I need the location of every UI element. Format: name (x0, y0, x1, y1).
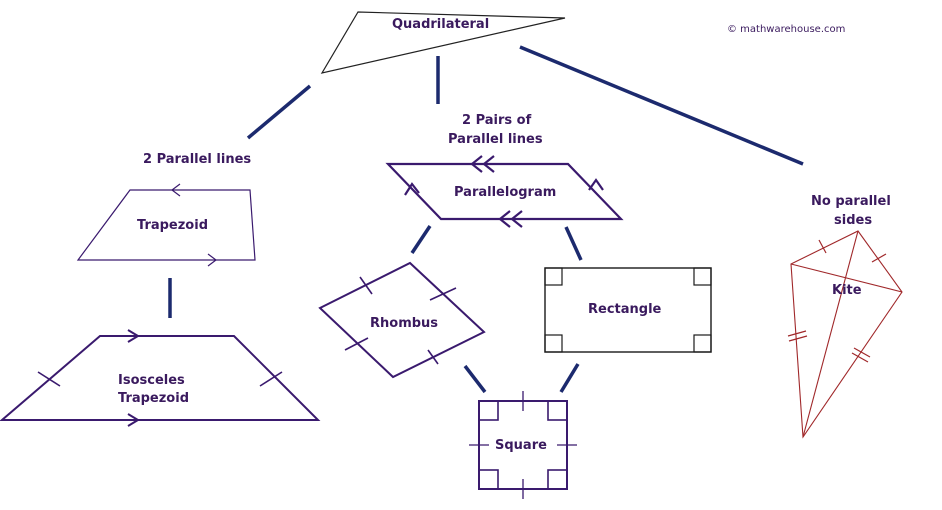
rhombus-tick-2-icon (429, 287, 457, 301)
isosceles-trapezoid-node: Isosceles Trapezoid (0, 329, 321, 427)
parallelogram-arrow-bottom2-icon (510, 210, 523, 228)
kite-diagonal-horizontal (790, 263, 903, 293)
trapezoid-arrow-top-icon (171, 183, 181, 197)
connector-parallelogram-to-rectangle (564, 226, 583, 261)
quadrilateral-shape (320, 11, 566, 74)
caption-two-pairs-line2: Parallel lines (448, 132, 543, 147)
rectangle-right-angle-bl-icon (544, 334, 563, 353)
kite-tick-upper-left-icon (818, 239, 827, 254)
isosceles-label-line2: Trapezoid (118, 391, 189, 406)
square-node: Square (469, 391, 577, 499)
isosceles-arrow-bottom-icon (127, 413, 140, 427)
rectangle-node: Rectangle (544, 267, 712, 353)
square-shape (478, 400, 568, 490)
isosceles-label-line1: Isosceles (118, 373, 185, 388)
caption-no-parallel-line1: No parallel (811, 194, 891, 209)
parallelogram-arrow-bottom1-icon (498, 210, 511, 228)
connector-rhombus-to-square (463, 364, 487, 394)
square-right-angle-bl-icon (478, 469, 499, 490)
isosceles-tick-left-icon (37, 371, 61, 387)
trapezoid-arrow-bottom-icon (207, 253, 217, 267)
isosceles-trapezoid-shape (0, 335, 321, 421)
connector-quad-to-trapezoid (246, 84, 312, 140)
rhombus-tick-4-icon (427, 349, 439, 365)
kite-tick-lower-left-b-icon (788, 335, 808, 342)
parallelogram-arrow-top1-icon (470, 155, 483, 173)
parallelogram-shape (385, 162, 624, 221)
rectangle-right-angle-tr-icon (693, 267, 712, 286)
square-right-angle-tl-icon (478, 400, 499, 421)
kite-tick-lower-right-b-icon (851, 352, 869, 363)
rectangle-shape (544, 267, 712, 353)
rhombus-tick-1-icon (359, 276, 373, 295)
kite-tick-lower-left-a-icon (787, 330, 807, 337)
caption-two-parallel-lines: 2 Parallel lines (143, 152, 251, 167)
kite-diagonal-vertical (802, 230, 859, 438)
trapezoid-label: Trapezoid (137, 218, 208, 233)
kite-tick-upper-right-icon (871, 253, 887, 263)
parallelogram-arrow-right-icon (588, 178, 604, 191)
connector-rectangle-to-square (559, 363, 580, 393)
copyright-text: © mathwarehouse.com (727, 24, 845, 35)
trapezoid-node: Trapezoid (76, 183, 256, 267)
rhombus-shape (318, 261, 486, 379)
square-right-angle-tr-icon (547, 400, 568, 421)
kite-tick-lower-right-a-icon (853, 347, 871, 358)
quadrilateral-label: Quadrilateral (392, 17, 489, 32)
caption-no-parallel-line2: sides (834, 213, 872, 228)
parallelogram-node: Parallelogram (385, 155, 624, 228)
rhombus-label: Rhombus (370, 316, 438, 331)
connector-quad-to-kite (519, 45, 804, 166)
kite-label: Kite (832, 283, 862, 298)
rectangle-right-angle-br-icon (693, 334, 712, 353)
rhombus-tick-3-icon (344, 337, 369, 351)
rhombus-node: Rhombus (318, 261, 486, 379)
square-label: Square (495, 438, 547, 453)
isosceles-arrow-top-icon (127, 329, 140, 343)
rectangle-right-angle-tl-icon (544, 267, 563, 286)
parallelogram-label: Parallelogram (454, 185, 556, 200)
connector-parallelogram-to-rhombus (410, 225, 432, 254)
kite-node: Kite (787, 230, 903, 439)
parallelogram-arrow-left-icon (404, 182, 420, 196)
parallelogram-arrow-top2-icon (482, 155, 495, 173)
caption-two-pairs-line1: 2 Pairs of (462, 113, 532, 128)
kite-shape (790, 230, 903, 439)
trapezoid-shape (76, 189, 256, 261)
isosceles-tick-right-icon (259, 371, 283, 387)
square-right-angle-br-icon (547, 469, 568, 490)
rectangle-label: Rectangle (588, 302, 662, 317)
quadrilateral-node: Quadrilateral (320, 11, 566, 74)
